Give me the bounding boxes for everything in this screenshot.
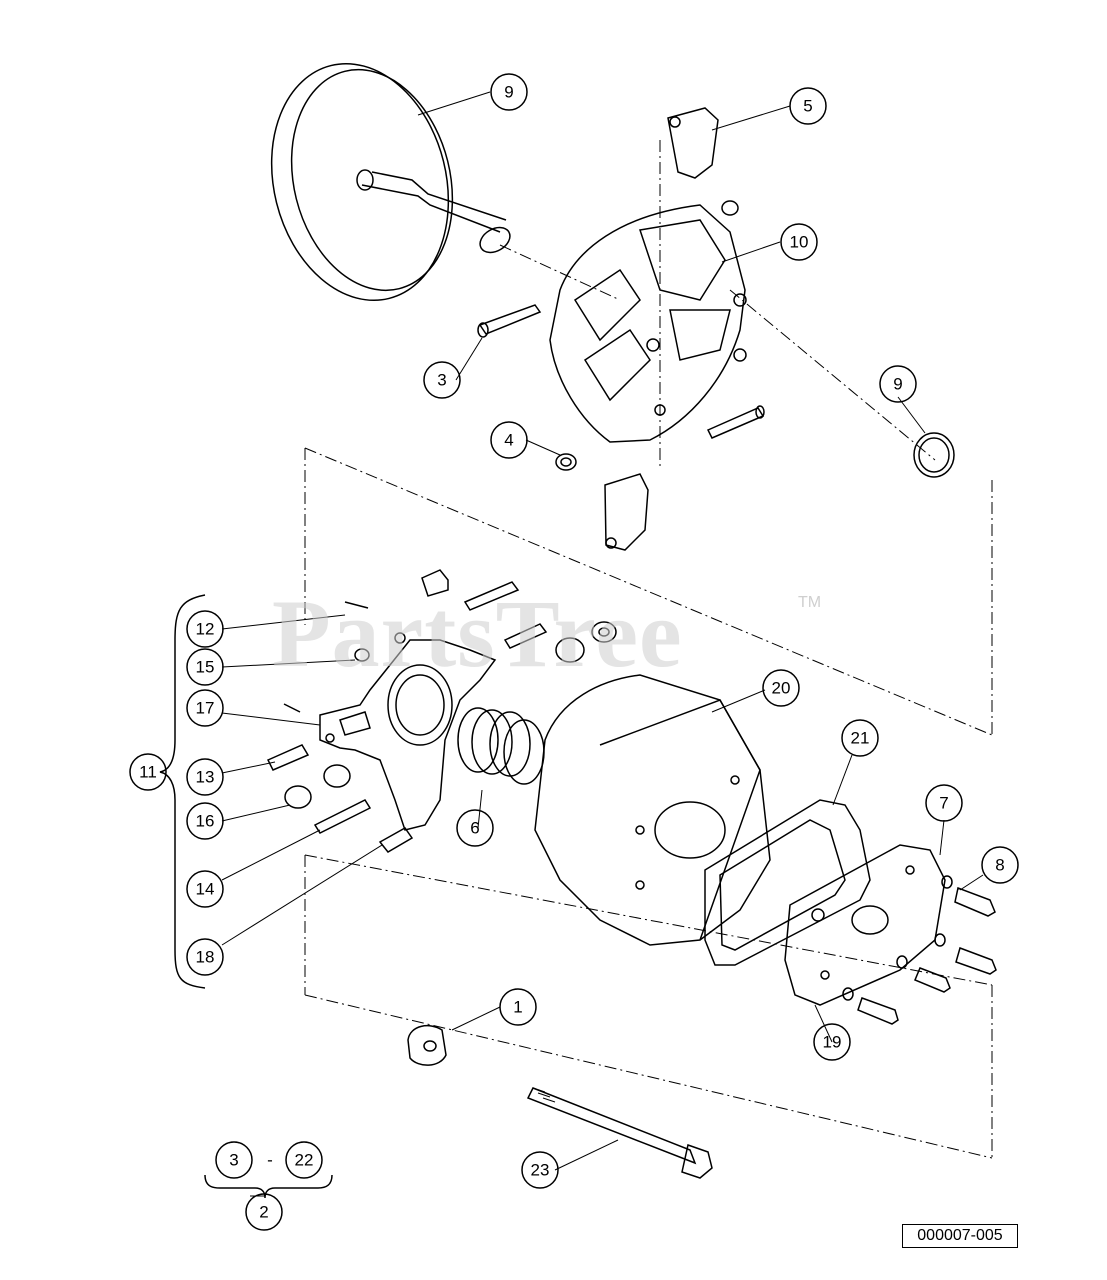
trademark-mark: TM [798, 594, 822, 611]
part-fixed-sheave [270, 62, 511, 302]
callout-3-range-start: 3 [229, 1151, 238, 1170]
callout-circle-8 [981, 846, 1019, 884]
assembly-lines [304, 140, 993, 1159]
callout-22: 21 [851, 729, 870, 748]
callout-8: 8 [995, 856, 1004, 875]
callout-11: 10 [790, 233, 809, 252]
callout-14: 13 [196, 768, 215, 787]
callout-circles [129, 73, 1019, 1231]
range-separator: - [267, 1151, 273, 1170]
callout-circle-10 [490, 73, 528, 111]
part-washer-1 [407, 1024, 447, 1066]
callout-circle-2 [245, 1193, 283, 1231]
part-spring [457, 707, 545, 785]
callout-10: 9 [504, 83, 513, 102]
part-spider [319, 632, 497, 831]
callout-circle-22 [841, 719, 879, 757]
callout-circle-1 [499, 988, 537, 1026]
callout-circle-5 [789, 87, 827, 125]
callout-13: 12 [196, 620, 215, 639]
part-bushings [266, 569, 617, 853]
callout-6: 6 [470, 819, 479, 838]
callout-circle-3b [215, 1141, 253, 1179]
part-plate [784, 844, 946, 1006]
callout-9: 9 [893, 375, 902, 394]
callout-circle-6 [456, 809, 494, 847]
callout-circle-23 [521, 1151, 559, 1189]
part-ring-9 [913, 432, 955, 478]
callout-circle-22b [285, 1141, 323, 1179]
callout-21: 20 [772, 679, 791, 698]
part-gasket [704, 799, 871, 966]
callout-circle-20 [813, 1023, 851, 1061]
part-bolt-3 [477, 304, 765, 439]
callout-circle-3 [423, 361, 461, 399]
reference-code: 000007-005 [902, 1224, 1018, 1248]
callout-circle-7 [925, 784, 963, 822]
callout-circle-16 [186, 648, 224, 686]
callout-4: 4 [504, 431, 513, 450]
callout-15: 14 [196, 880, 215, 899]
callout-1: 1 [513, 998, 522, 1017]
callout-circle-4 [490, 421, 528, 459]
callout-17: 16 [196, 812, 215, 831]
callout-circle-17 [186, 802, 224, 840]
callout-5: 5 [803, 97, 812, 116]
callout-circle-13 [186, 610, 224, 648]
leader-lines [221, 91, 984, 1197]
callout-circle-12 [129, 753, 167, 791]
callout-18: 17 [196, 699, 215, 718]
callout-7: 7 [939, 794, 948, 813]
part-movable-sheave [549, 200, 747, 443]
callout-12: 11 [139, 763, 157, 782]
callout-22-range-end: 22 [295, 1151, 314, 1170]
callout-circle-11 [780, 223, 818, 261]
callout-circle-14 [186, 758, 224, 796]
part-cover [534, 674, 771, 946]
part-bolt-23 [526, 1087, 713, 1179]
part-nut-4 [555, 453, 577, 471]
callout-19: 18 [196, 948, 215, 967]
part-weight-lower [604, 473, 649, 551]
part-weight-upper [667, 107, 719, 179]
group-brace-12 [159, 594, 206, 989]
range-bracket [204, 1174, 333, 1199]
callout-20: 19 [823, 1033, 842, 1052]
part-bolts-8 [842, 875, 997, 1025]
callout-circle-19 [186, 938, 224, 976]
callout-2: 2 [259, 1203, 268, 1222]
callout-circle-9 [879, 365, 917, 403]
callout-circle-18 [186, 689, 224, 727]
callout-circle-15 [186, 870, 224, 908]
callout-3: 3 [437, 371, 446, 390]
callout-23: 23 [531, 1161, 550, 1180]
callout-circle-21 [762, 669, 800, 707]
callout-16: 15 [196, 658, 215, 677]
